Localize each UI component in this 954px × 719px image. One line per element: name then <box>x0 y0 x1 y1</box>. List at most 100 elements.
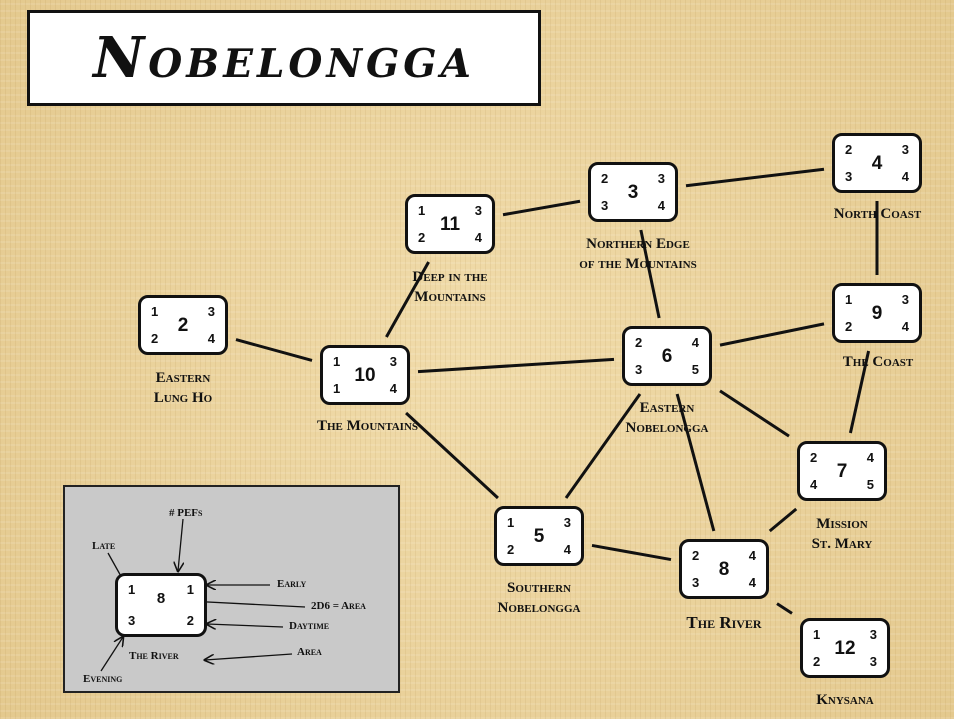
early-pef-count: 3 <box>389 354 397 369</box>
legend-early-label: Early <box>277 578 307 590</box>
link-area-6-area-8 <box>675 393 716 532</box>
area-number: 11 <box>439 214 461 235</box>
evening-pef-count: 3 <box>635 362 643 377</box>
daytime-pef-count: 4 <box>474 230 482 245</box>
link-area-3-area-6 <box>639 229 661 319</box>
late-pef-count: 1 <box>418 203 426 218</box>
early-pef-count: 3 <box>901 292 909 307</box>
daytime-pef-count: 3 <box>869 654 877 669</box>
legend-late-value: 1 <box>128 582 136 597</box>
area-name-4: North Coast <box>833 206 922 222</box>
link-area-6-area-7 <box>719 389 790 438</box>
evening-pef-count: 1 <box>333 381 341 396</box>
area-box-2[interactable]: 1 3 2 2 4 <box>138 295 228 355</box>
title-banner: Nobelongga <box>27 10 541 106</box>
legend-late-label: Late <box>92 540 116 552</box>
evening-pef-count: 3 <box>601 198 609 213</box>
evening-arrow <box>100 637 123 672</box>
daytime-pef-count: 5 <box>866 477 874 492</box>
area-name-9: The Coast <box>842 354 914 370</box>
legend-area-roll-label: 2D6 = Area <box>311 600 366 612</box>
area-box-7[interactable]: 2 4 7 4 5 <box>797 441 887 501</box>
link-area-3-area-4 <box>685 167 825 188</box>
early-pef-count: 4 <box>691 335 699 350</box>
legend-evening-value: 3 <box>128 613 136 628</box>
area-number: 12 <box>834 638 856 659</box>
link-area-10-area-6 <box>417 357 615 374</box>
area-name-6: Eastern Nobelongga <box>625 400 709 436</box>
area-box-11[interactable]: 1 3 11 2 4 <box>405 194 495 254</box>
early-pef-count: 3 <box>869 627 877 642</box>
area-name-11: Deep in the Mountains <box>412 269 488 305</box>
link-area-2-area-10 <box>235 338 313 362</box>
area-number: 7 <box>836 461 848 482</box>
area-number: 9 <box>871 303 883 324</box>
daytime-pef-count: 4 <box>563 542 571 557</box>
link-area-7-area-8 <box>768 507 798 533</box>
evening-pef-count: 2 <box>151 331 159 346</box>
area-number: 8 <box>718 559 730 580</box>
area-name-10: The Mountains <box>316 418 419 434</box>
daytime-pef-count: 4 <box>901 319 909 334</box>
evening-pef-count: 3 <box>692 575 700 590</box>
link-area-6-area-5 <box>564 393 642 499</box>
evening-pef-count: 2 <box>813 654 821 669</box>
daytime-pef-count: 4 <box>657 198 665 213</box>
early-pef-count: 4 <box>748 548 756 563</box>
daytime-pef-count: 5 <box>691 362 699 377</box>
area-box-10[interactable]: 1 3 10 1 4 <box>320 345 410 405</box>
legend-early-value: 1 <box>186 582 194 597</box>
evening-pef-count: 2 <box>507 542 515 557</box>
area-box-4[interactable]: 2 3 4 3 4 <box>832 133 922 193</box>
map-title: Nobelongga <box>93 25 475 91</box>
area-number: 4 <box>871 153 883 174</box>
legend-daytime-value: 2 <box>186 613 194 628</box>
area-name-7: Mission St. Mary <box>811 516 873 552</box>
area-name-12: Knysana <box>816 692 874 708</box>
link-area-9-area-7 <box>848 350 871 434</box>
evening-pef-count: 3 <box>845 169 853 184</box>
area-box-6[interactable]: 2 4 6 3 5 <box>622 326 712 386</box>
legend-example-box: 1 1 8 3 2 <box>115 573 207 637</box>
evening-pef-count: 2 <box>845 319 853 334</box>
area-number: 5 <box>533 526 545 547</box>
legend-area-number: 8 <box>156 590 166 607</box>
area-name-2: Eastern Lung Ho <box>153 370 213 406</box>
evening-pef-count: 4 <box>810 477 818 492</box>
late-pef-count: 1 <box>507 515 515 530</box>
legend-panel: 1 1 8 3 2 # PEFs Late Early 2D6 = Area D… <box>63 485 400 693</box>
area-name-5: Southern Nobelongga <box>497 580 581 616</box>
area-box-9[interactable]: 1 3 9 2 4 <box>832 283 922 343</box>
early-pef-count: 3 <box>901 142 909 157</box>
late-pef-count: 1 <box>813 627 821 642</box>
area-name-8: The River <box>686 613 762 632</box>
daytime-pef-count: 4 <box>207 331 215 346</box>
legend-daytime-label: Daytime <box>289 620 330 632</box>
legend-evening-label: Evening <box>83 673 123 685</box>
late-pef-count: 1 <box>151 304 159 319</box>
daytime-pef-count: 4 <box>748 575 756 590</box>
legend-area-label: Area <box>297 646 322 658</box>
early-pef-count: 3 <box>207 304 215 319</box>
late-pef-count: 2 <box>635 335 643 350</box>
legend-pefs-label: # PEFs <box>169 507 203 519</box>
daytime-arrow <box>207 624 284 627</box>
area-box-8[interactable]: 2 4 8 3 4 <box>679 539 769 599</box>
area-number: 6 <box>661 346 673 367</box>
area-number: 2 <box>177 315 189 336</box>
area-box-5[interactable]: 1 3 5 2 4 <box>494 506 584 566</box>
late-pef-count: 1 <box>845 292 853 307</box>
area-box-3[interactable]: 2 3 3 3 4 <box>588 162 678 222</box>
area-box-12[interactable]: 1 3 12 2 3 <box>800 618 890 678</box>
early-pef-count: 3 <box>657 171 665 186</box>
late-pef-count: 2 <box>810 450 818 465</box>
link-area-8-area-12 <box>776 602 793 615</box>
link-area-9-area-6 <box>719 322 825 347</box>
late-pef-count: 2 <box>845 142 853 157</box>
daytime-pef-count: 4 <box>901 169 909 184</box>
area-name-3: Northern Edge of the Mountains <box>579 236 697 272</box>
late-pef-count: 2 <box>601 171 609 186</box>
link-area-5-area-8 <box>591 543 672 562</box>
